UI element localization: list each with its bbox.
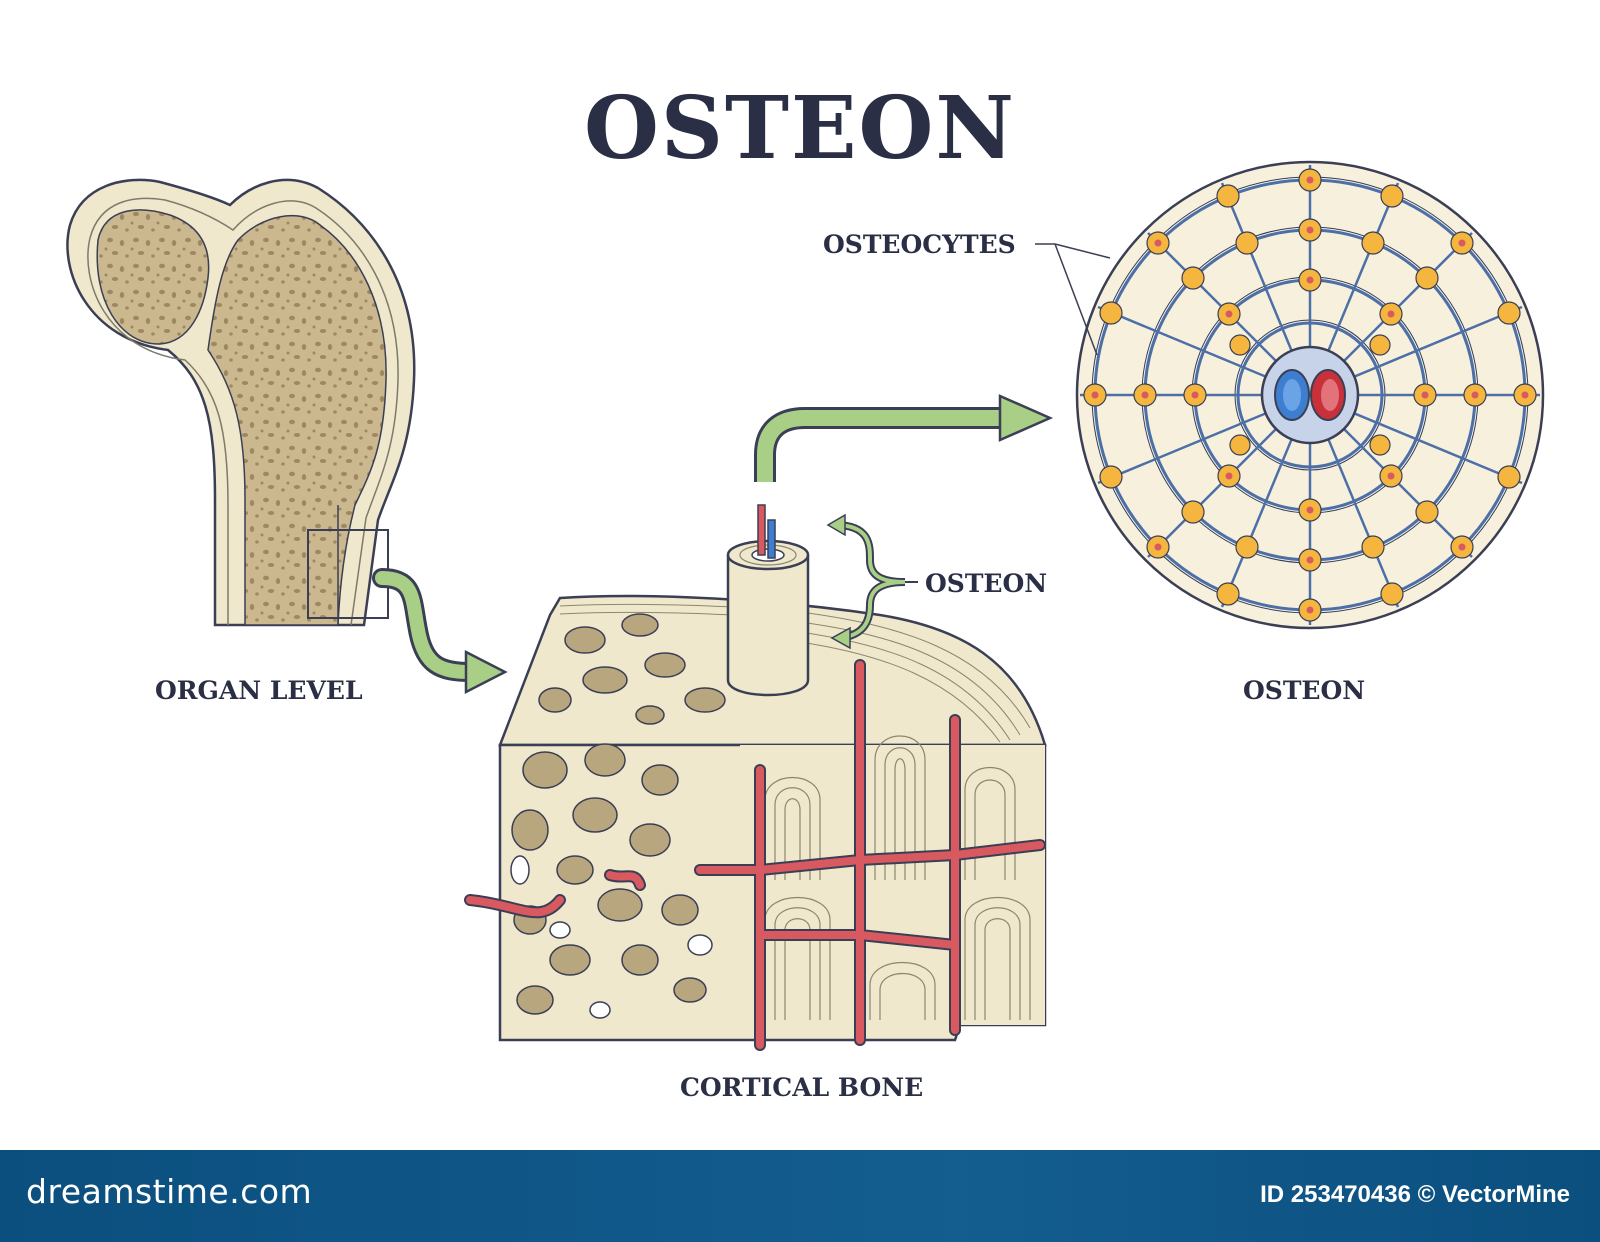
footer-bar: dreamstime.com ID 253470436 © VectorMine: [0, 1150, 1600, 1242]
arrow-cortical-to-crosssection: [754, 394, 1054, 482]
stock-id: ID 253470436 © VectorMine: [1260, 1181, 1570, 1208]
diagram-title: OSTEON: [583, 78, 1017, 179]
diagram-canvas: [66, 160, 1545, 1051]
osteon-pointer-brace: [826, 513, 918, 650]
cortical-bone-block: [464, 504, 1047, 1051]
femur-illustration: [66, 178, 416, 627]
osteon-cross-section-label: OSTEON: [1243, 676, 1366, 705]
brand-logo: dreamstime.com: [26, 1172, 313, 1211]
osteon-cross-section: [1075, 160, 1545, 630]
osteon-pointer-label: OSTEON: [925, 569, 1048, 598]
cortical-bone-label: CORTICAL BONE: [680, 1073, 924, 1102]
organ-level-label: ORGAN LEVEL: [155, 676, 363, 705]
arrow-femur-to-cortical: [372, 568, 508, 695]
osteocytes-pointer-lines: [1035, 243, 1111, 356]
osteocytes-label: OSTEOCYTES: [823, 230, 1016, 259]
